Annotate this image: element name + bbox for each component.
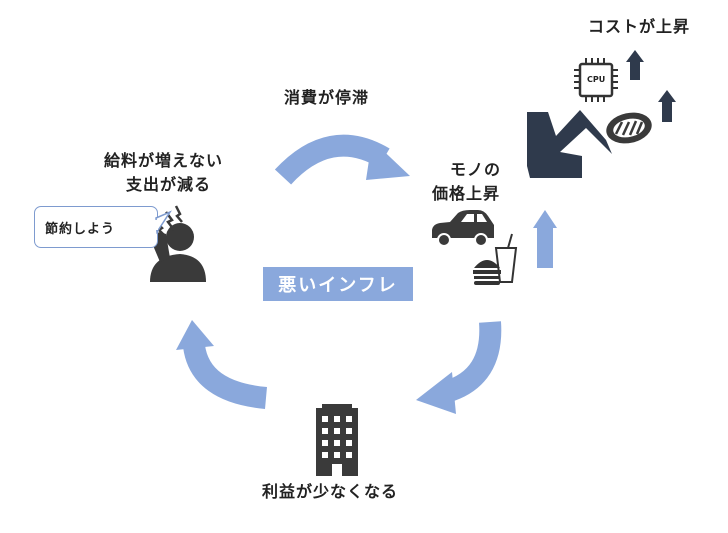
worried-person-icon [150,205,206,282]
cost-up-arrow-1 [626,50,644,80]
node-consumption-stagnates: 消費が停滞 [284,88,370,107]
cpu-chip-icon [574,58,618,102]
burger-drink-icon [473,233,518,285]
diagram-title: 悪いインフレ [263,267,413,301]
cycle-arrow-left [176,320,268,409]
node-price-line1: モノの [450,160,502,179]
node-wage-line1: 給料が増えない [104,151,224,170]
price-up-arrow [533,210,557,268]
node-cost-rises: コストが上昇 [588,17,691,36]
cpu-chip-label: CPU [587,75,606,84]
cost-big-arrow [527,110,612,178]
cycle-arrow-right [416,321,502,414]
node-price-line2: 価格上昇 [432,184,501,203]
building-icon [316,404,358,476]
node-wage-line2: 支出が減る [126,175,212,194]
meat-icon [606,112,652,144]
speech-bubble-text: 節約しよう [45,221,116,237]
car-icon [432,210,494,247]
speech-bubble: 節約しよう [34,206,158,248]
cost-up-arrow-2 [658,90,676,122]
node-profit-decreases: 利益が少なくなる [262,482,399,501]
cycle-arrow-top [274,134,410,185]
